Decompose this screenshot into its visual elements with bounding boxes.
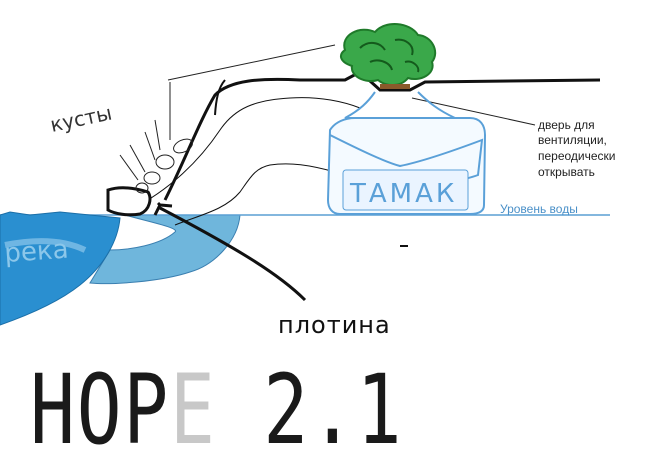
bushes-pointer-line — [167, 44, 336, 81]
vent-label-line3: переодически — [538, 149, 616, 163]
hope-title-part2: E — [169, 354, 217, 466]
vent-label-line2: вентиляции, — [538, 133, 607, 147]
dam-arrow-head — [153, 201, 173, 216]
river-highlight — [4, 238, 87, 253]
vent-label-line1: дверь для — [538, 118, 595, 132]
bag-label: ТАМАК — [349, 179, 457, 209]
bag-neck — [344, 91, 456, 119]
bushes-label: кусты — [48, 100, 114, 136]
dam-label: плотина — [278, 311, 391, 339]
dam-arrow-shaft — [159, 206, 307, 302]
vent-pointer-line — [411, 97, 536, 126]
ground-edge-left — [214, 79, 226, 116]
vent-label-line4: открывать — [538, 165, 595, 179]
tunnel-line-upper — [129, 97, 361, 211]
river-label: река — [3, 235, 69, 269]
dam — [106, 186, 152, 217]
hope-title-part1: HOP — [30, 354, 170, 466]
bushes — [119, 82, 193, 194]
tunnel-line-lower — [174, 163, 336, 226]
tree-trunk — [380, 84, 410, 89]
tree-canopy — [339, 23, 437, 86]
tree — [339, 23, 437, 89]
bag: ТАМАК — [326, 91, 487, 215]
ground-line — [163, 70, 601, 201]
water-level-label: Уровень воды — [500, 202, 578, 216]
hope-title-part3: 2.1 — [216, 354, 404, 466]
hope-title: HOPE 2.1 — [30, 360, 403, 460]
